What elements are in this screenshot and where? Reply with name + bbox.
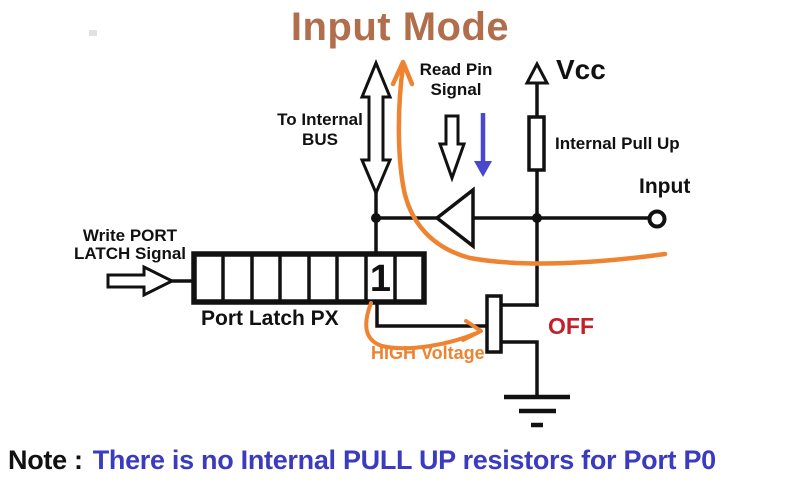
junction-dot-right [532,213,542,223]
port-latch-label: Port Latch PX [201,307,339,330]
input-buffer-triangle [434,186,475,250]
write-latch-arrow-icon [106,264,176,298]
write-latch-label: Write PORT LATCH Signal [50,227,210,263]
ground-symbol [504,394,570,428]
port-latch-box [191,251,427,305]
wire-source-to-ground [499,340,539,399]
mosfet-gate-bar [485,294,503,354]
stray-mark [89,30,97,36]
read-pin-label-line2: Signal [430,80,482,99]
high-voltage-label: HIGH Voltage [371,343,485,363]
read-pin-label: Read Pin Signal [406,60,506,100]
note-body: There is no Internal PULL UP resistors f… [92,445,716,475]
note-prefix: Note : [8,445,83,475]
input-label: Input [639,175,691,198]
write-latch-label-line2: LATCH Signal [73,244,187,263]
vcc-label: Vcc [556,54,606,85]
transistor-state-label: OFF [548,313,594,339]
blue-down-arrow-icon [474,113,492,177]
wire-latch-to-gate [375,300,490,328]
page-title: Input Mode [290,5,510,49]
vcc-arrow-icon [524,60,550,85]
orange-read-path-arrow [390,59,668,266]
pullup-resistor [527,115,546,172]
read-pin-arrow-icon [437,114,467,183]
write-latch-label-line1: Write PORT [82,226,178,245]
wires [169,80,652,399]
latch-bit-value: 1 [369,258,392,300]
read-pin-label-line1: Read Pin [419,60,493,79]
internal-bus-label-line2: BUS [302,130,338,149]
note-text: Note : There is no Internal PULL UP resis… [8,445,716,476]
internal-bus-label-line1: To Internal [277,110,363,129]
input-terminal-circle [647,209,667,229]
junction-dot-left [371,213,381,223]
bus-double-arrow-icon [359,59,393,197]
pullup-label: Internal Pull Up [555,134,680,153]
orange-high-voltage-arrow [364,301,483,351]
internal-bus-label: To Internal BUS [268,110,372,150]
